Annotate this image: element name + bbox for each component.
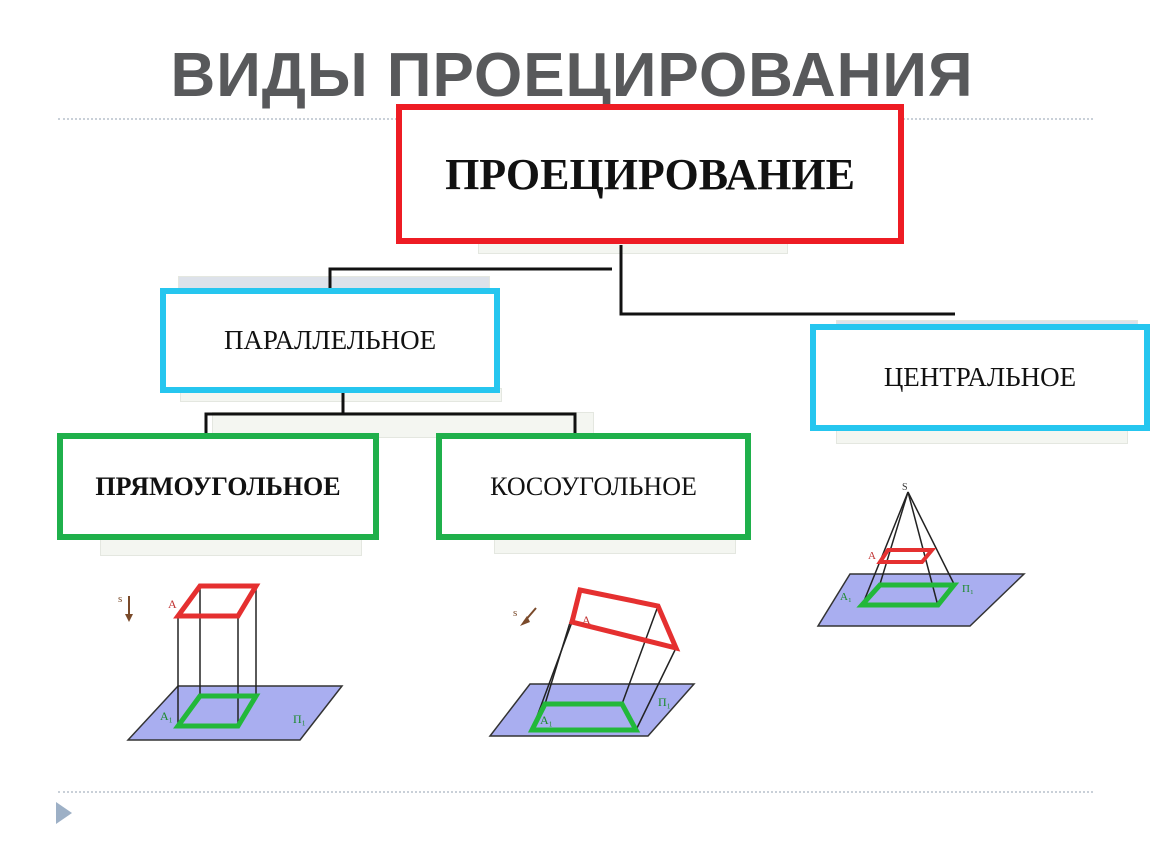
oblique-projection-label: A₁ (540, 713, 553, 727)
oblique-projection (527, 701, 641, 733)
rectangular-projection (173, 693, 261, 729)
central-label: ЦЕНТРАЛЬНОЕ (883, 362, 1077, 392)
connector-root-parallel (328, 267, 612, 290)
rectangular-point-label: A (168, 597, 177, 611)
oblique-plane (488, 683, 696, 737)
root-label: ПРОЕЦИРОВАНИЕ (445, 149, 855, 199)
central-center-label: S (902, 482, 908, 493)
connector-lines (204, 245, 955, 436)
oblique-label: КОСОУГОЛЬНОЕ (490, 471, 697, 501)
connector-root-central (619, 245, 955, 316)
rectangular-box: ПРЯМОУГОЛЬНОЕ (57, 433, 379, 540)
central-projection-label: A₁ (840, 591, 852, 603)
parallel-box: ПАРАЛЛЕЛЬНОЕ (160, 288, 500, 393)
root-box: ПРОЕЦИРОВАНИЕ (396, 104, 904, 244)
central-plane-label: П₁ (962, 583, 974, 595)
slide-title: ВИДЫ ПРОЕЦИРОВАНИЯ (170, 41, 974, 110)
rectangular-direction-label: s (118, 593, 122, 605)
central-box: ЦЕНТРАЛЬНОЕ (810, 324, 1150, 431)
oblique-object (568, 587, 681, 652)
rectangular-plane-label: П₁ (293, 712, 306, 726)
parallel-label: ПАРАЛЛЕЛЬНОЕ (223, 325, 437, 355)
bottom-divider (58, 791, 1093, 793)
rectangular-label: ПРЯМОУГОЛЬНОЕ (95, 471, 341, 501)
rectangular-projection-label: A₁ (160, 709, 173, 723)
oblique-projection-figure: s A A₁ П₁ (488, 587, 696, 737)
oblique-direction-label: s (513, 607, 517, 619)
connector-parallel-children (204, 412, 577, 436)
oblique-point-label: A (582, 613, 591, 627)
play-arrow-icon[interactable] (56, 802, 72, 824)
central-object (876, 548, 937, 564)
oblique-box: КОСОУГОЛЬНОЕ (436, 433, 751, 540)
central-point-label: A (868, 550, 876, 562)
oblique-plane-label: П₁ (658, 695, 671, 709)
central-projection (856, 582, 960, 608)
rectangular-object (173, 583, 261, 619)
central-projection-figure: S A A₁ П₁ (816, 482, 1026, 627)
rectangular-projection-figure: s A A₁ П₁ (118, 583, 344, 741)
